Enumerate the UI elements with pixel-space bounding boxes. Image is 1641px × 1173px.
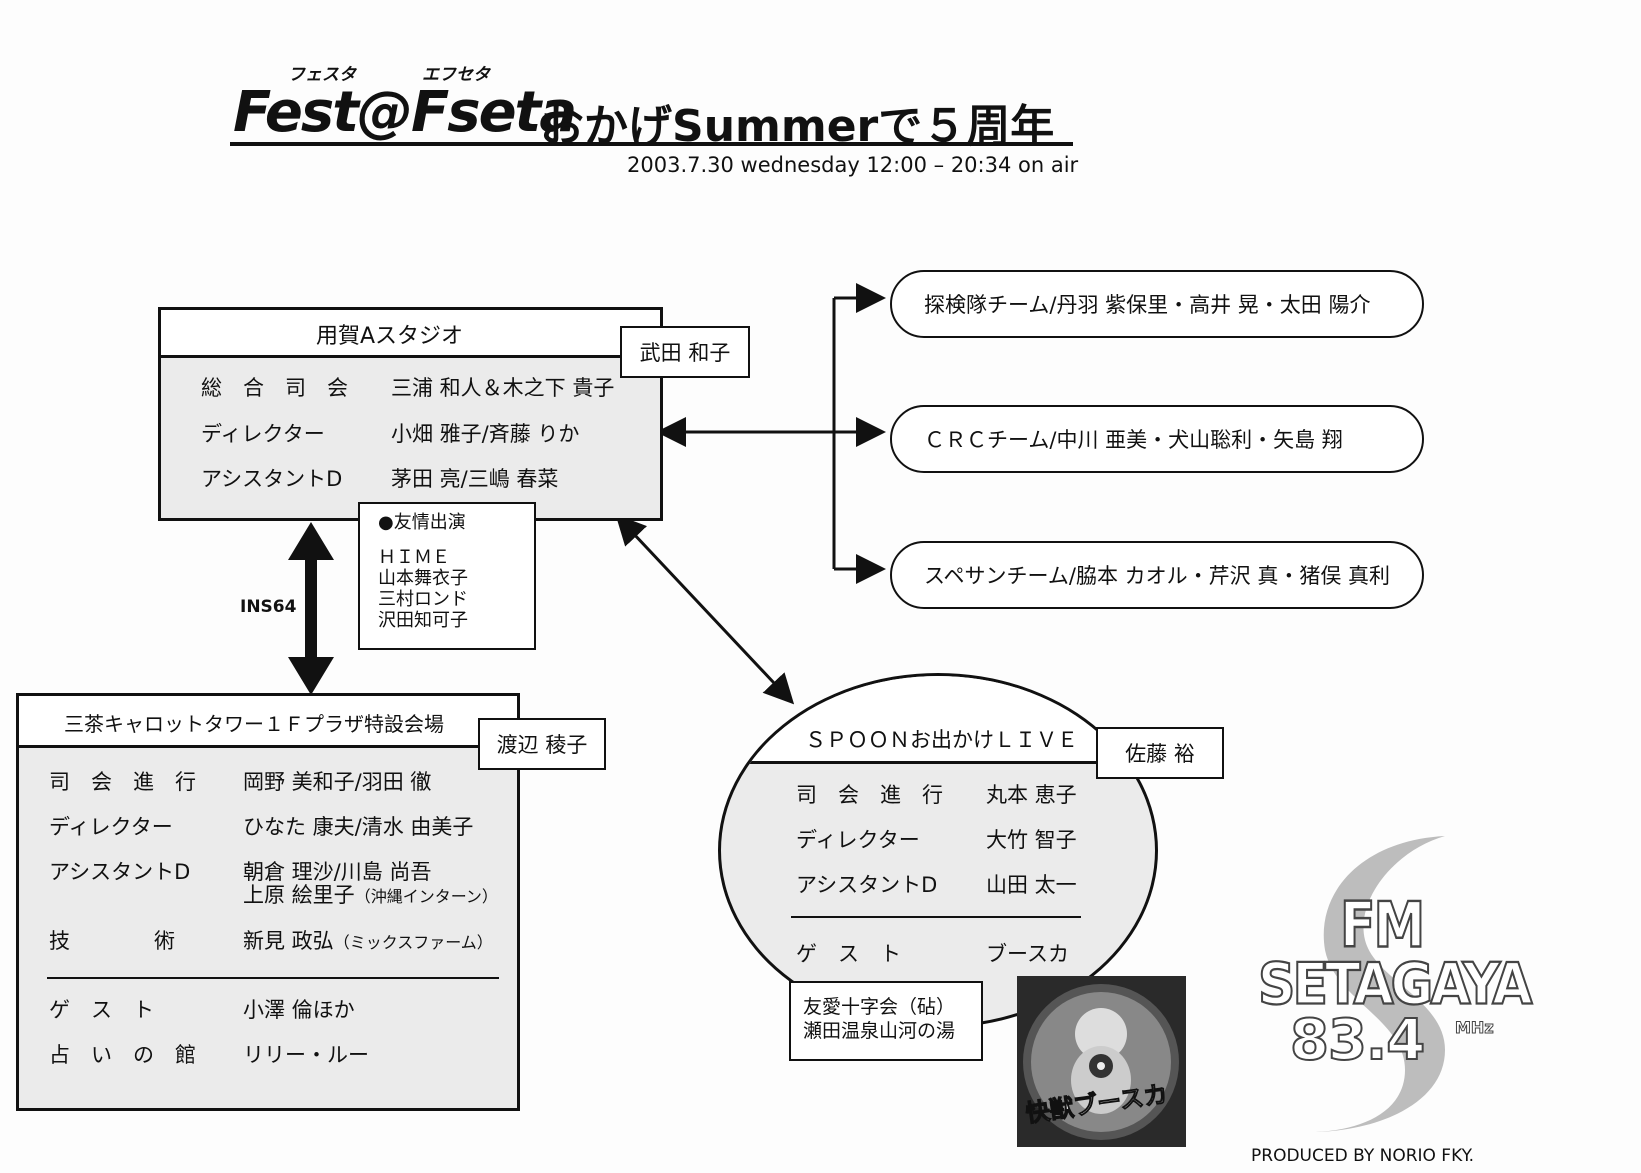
role-label: アシスタントD <box>49 860 191 884</box>
role-label: 技 術 <box>49 929 175 953</box>
logo-mhz: MHz <box>1455 1018 1495 1038</box>
staff-names: 上原 絵里子 <box>243 883 355 907</box>
carrot-tower-header: 三茶キャロットタワー１Ｆプラザ特設会場 <box>19 696 517 748</box>
guest-name: 山本舞衣子 <box>378 568 468 589</box>
guest-name: ＨＩＭＥ <box>378 547 450 568</box>
logo-fm: FM <box>1339 889 1426 963</box>
staff-names: 小澤 倫ほか <box>243 998 355 1022</box>
fm-setagaya-swoosh <box>1315 836 1445 1132</box>
ins64-label: INS64 <box>240 597 297 617</box>
friendship-box: ●友情出演 ＨＩＭＥ 山本舞衣子 三村ロンド 沢田知可子 <box>358 502 536 650</box>
sponsor-box: 友愛十字会（砧） 瀬田温泉山河の湯 <box>789 981 983 1061</box>
team-pill: ＣＲＣチーム/中川 亜美・犬山聡利・矢島 翔 <box>890 405 1424 473</box>
broadcast-date: 2003.7.30 wednesday 12:00 – 20:34 on air <box>627 153 1079 177</box>
studio-a-title: 用賀Aスタジオ <box>316 324 464 349</box>
staff-names: ひなた 康夫/清水 由美子 <box>243 815 474 839</box>
ins64-arrow <box>288 522 334 695</box>
staff-names: 茅田 亮/三嶋 春菜 <box>391 467 559 491</box>
title-ruby-fseta: エフセタ <box>422 65 490 85</box>
carrot-tower-title: 三茶キャロットタワー１Ｆプラザ特設会場 <box>64 712 444 736</box>
carrot-tower-box: 三茶キャロットタワー１Ｆプラザ特設会場 司 会 進 行 岡野 美和子/羽田 徹 … <box>16 693 520 1111</box>
staff-names: 山田 太一 <box>986 873 1077 897</box>
spoon-live-ellipse: ＳＰＯＯＮお出かけＬＩＶＥ 司 会 進 行 丸本 恵子 ディレクター 大竹 智子… <box>718 673 1158 1028</box>
producer-credit: PRODUCED BY NORIO FKY. <box>1251 1146 1474 1166</box>
role-label: 占 い の 館 <box>49 1043 196 1067</box>
role-label: 総 合 司 会 <box>201 376 348 400</box>
team-bracket <box>832 283 886 584</box>
spoon-live-title: ＳＰＯＯＮお出かけＬＩＶＥ <box>805 728 1078 752</box>
studio-a-header: 用賀Aスタジオ <box>161 310 660 358</box>
staff-names: 丸本 恵子 <box>986 783 1077 807</box>
staff-names: 新見 政弘（ミックスファーム） <box>243 925 493 955</box>
spoon-header-band <box>721 676 1155 764</box>
friendship-heading: ●友情出演 <box>378 512 466 533</box>
logo-frequency: 83.4 <box>1289 1007 1426 1074</box>
role-label: 司 会 進 行 <box>796 783 943 807</box>
booska-dvd-image: 快獣ブースカ <box>1017 976 1186 1147</box>
staff-note: （ミックスファーム） <box>333 933 493 952</box>
staff-names: ブースカ <box>986 942 1069 966</box>
guest-name: 沢田知可子 <box>378 610 468 631</box>
role-label: ディレクター <box>201 422 325 446</box>
carrot-row: 上原 絵里子（沖縄インターン） <box>243 879 498 909</box>
role-label: ゲ ス ト <box>49 998 154 1022</box>
spoon-producer-tag: 佐藤 裕 <box>1096 727 1224 779</box>
role-label: 司 会 進 行 <box>49 770 196 794</box>
staff-names: 岡野 美和子/羽田 徹 <box>243 770 432 794</box>
staff-names: 小畑 雅子/斉藤 りか <box>391 422 580 446</box>
staff-names: リリー・ルー <box>243 1043 369 1067</box>
studio-a-producer-tag: 武田 和子 <box>620 326 750 378</box>
staff-names: 三浦 和人＆木之下 貴子 <box>391 376 615 400</box>
role-label: ディレクター <box>49 815 173 839</box>
dvd-disc-icon <box>1023 984 1179 1140</box>
spoon-divider <box>791 916 1081 918</box>
studio-spoon-arrow <box>615 514 795 705</box>
guest-name: 三村ロンド <box>378 589 468 610</box>
sponsor-line: 友愛十字会（砧） <box>803 996 956 1018</box>
staff-names: 大竹 智子 <box>986 828 1077 852</box>
staff-name: 新見 政弘 <box>243 929 334 953</box>
title-underline <box>230 142 1073 146</box>
role-label: ゲ ス ト <box>796 942 901 966</box>
logo-setagaya: SETAGAYA <box>1257 951 1534 1019</box>
role-label: ディレクター <box>796 828 920 852</box>
staff-note: （沖縄インターン） <box>354 887 498 906</box>
role-label: アシスタントD <box>796 873 938 897</box>
studio-a-box: 用賀Aスタジオ 総 合 司 会 三浦 和人＆木之下 貴子 ディレクター 小畑 雅… <box>158 307 663 521</box>
role-label: アシスタントD <box>201 467 343 491</box>
title-ruby-festa: フェスタ <box>288 65 356 85</box>
carrot-tower-producer-tag: 渡辺 稜子 <box>478 718 606 770</box>
sponsor-line: 瀬田温泉山河の湯 <box>803 1020 956 1042</box>
team-pill: スペサンチーム/脇本 カオル・芹沢 真・猪俣 真利 <box>890 541 1424 609</box>
staff-names: 朝倉 理沙/川島 尚吾 <box>243 860 432 884</box>
page-title-main: Fest@Fseta <box>233 80 577 145</box>
carrot-divider <box>47 977 499 979</box>
team-pill: 探検隊チーム/丹羽 紫保里・高井 晃・太田 陽介 <box>890 270 1424 338</box>
